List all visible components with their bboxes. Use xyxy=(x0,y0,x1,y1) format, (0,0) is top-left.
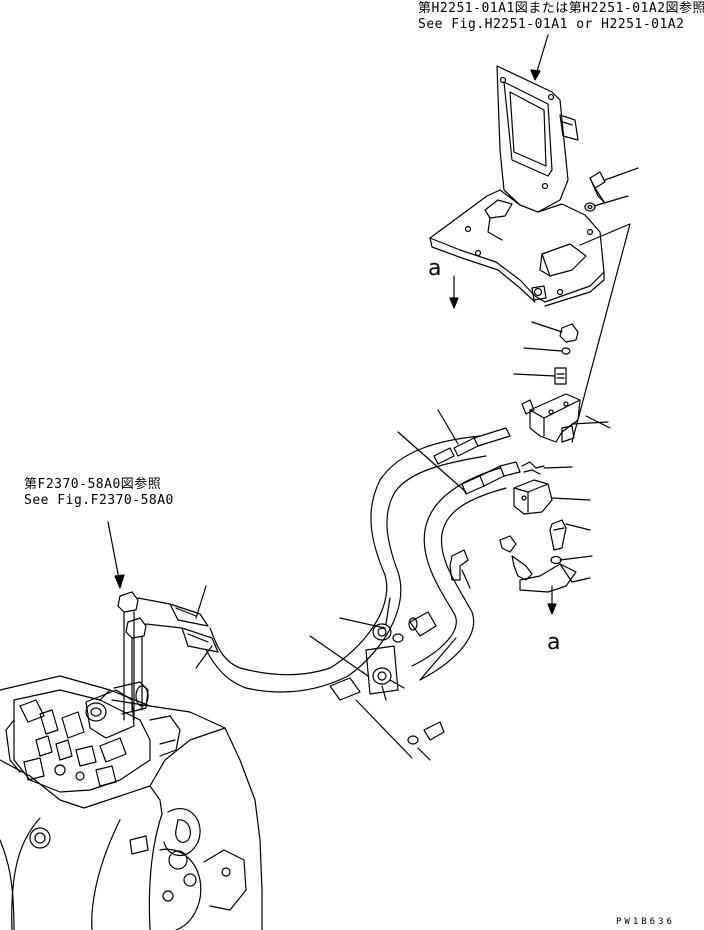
reference-leader-top xyxy=(531,35,548,80)
reference-left-japanese: 第F2370-58A0図参照 xyxy=(24,477,162,492)
drawing-code: PW1B636 xyxy=(616,917,675,927)
view-arrow-lower xyxy=(548,586,556,614)
reference-leader-left xyxy=(108,522,124,588)
view-mark-lower: a xyxy=(547,630,561,655)
transmission-housing xyxy=(0,676,262,930)
reference-top-japanese: 第H2251-01A1図または第H2251-01A2図参照 xyxy=(418,1,704,16)
view-mark-upper: a xyxy=(428,256,442,281)
valve-block xyxy=(522,394,608,442)
fittings-column xyxy=(514,322,578,384)
clip-parts xyxy=(500,462,592,592)
hose-assembly xyxy=(118,428,520,720)
view-arrow-upper xyxy=(450,276,458,308)
reference-left-english: See Fig.F2370-58A0 xyxy=(24,493,174,508)
leader-lines xyxy=(196,410,610,760)
hose-clamps xyxy=(330,612,444,744)
reference-top-english: See Fig.H2251-01A1 or H2251-01A2 xyxy=(418,17,685,32)
mounting-bracket xyxy=(430,66,604,306)
bolt-upper xyxy=(572,168,638,442)
